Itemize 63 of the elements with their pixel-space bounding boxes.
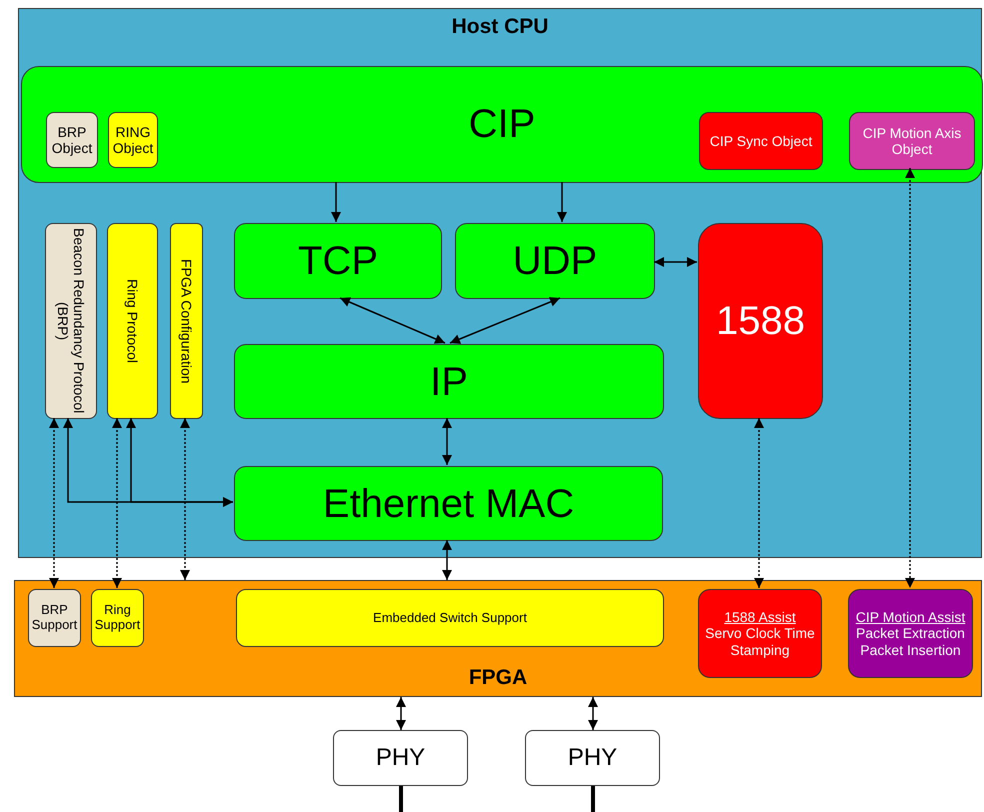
connector-line bbox=[591, 786, 595, 812]
block-box bbox=[698, 589, 822, 678]
arrow bbox=[340, 297, 446, 344]
arrow bbox=[126, 418, 233, 507]
arrow bbox=[754, 418, 764, 588]
vertical-block bbox=[170, 223, 203, 419]
block-label: CIP Sync Object bbox=[710, 132, 812, 150]
arrow bbox=[557, 182, 567, 222]
block-box bbox=[46, 112, 98, 168]
block-label: BRP Object bbox=[50, 124, 94, 156]
block-box bbox=[849, 112, 975, 170]
block-box bbox=[234, 344, 664, 419]
block-box bbox=[698, 223, 823, 419]
arrow bbox=[180, 418, 190, 580]
panel-title: FPGA bbox=[468, 666, 528, 690]
block-label: Packet Extraction Packet Insertion bbox=[855, 625, 966, 658]
block-label: TCP bbox=[298, 238, 378, 284]
block-box bbox=[848, 589, 973, 678]
layer-label: CIP bbox=[468, 101, 536, 147]
fpga-panel bbox=[14, 580, 982, 697]
arrow bbox=[654, 257, 697, 267]
block-label: Ethernet MAC bbox=[322, 480, 574, 526]
arrow bbox=[588, 697, 598, 730]
block-heading: CIP Motion Assist bbox=[856, 609, 966, 626]
arrow bbox=[450, 297, 560, 344]
panel-title: Host CPU bbox=[452, 15, 548, 40]
block-box bbox=[455, 223, 655, 299]
arrow bbox=[905, 168, 915, 588]
block-heading: 1588 Assist bbox=[724, 609, 796, 626]
block-box bbox=[234, 466, 663, 541]
vertical-block bbox=[45, 223, 97, 419]
block-label: Ring Support bbox=[94, 603, 142, 633]
block-box bbox=[333, 730, 468, 786]
block-label: BRP Support bbox=[30, 603, 78, 633]
block-label: FPGA Configuration bbox=[178, 258, 195, 384]
block-label: UDP bbox=[512, 238, 598, 284]
connector-line bbox=[399, 786, 403, 812]
arrow bbox=[442, 540, 452, 580]
block-label: RING Object bbox=[112, 124, 154, 156]
block-label: Beacon Redundancy Protocol (BRP) bbox=[54, 227, 88, 416]
block-box bbox=[91, 589, 144, 647]
block-label: Servo Clock Time Stamping bbox=[704, 625, 816, 658]
block-label: Embedded Switch Support bbox=[373, 610, 527, 626]
block-label: PHY bbox=[376, 744, 426, 772]
arrow bbox=[442, 418, 452, 465]
protocol-layer-box bbox=[21, 66, 983, 183]
block-label: Ring Protocol bbox=[124, 278, 141, 364]
host-panel bbox=[18, 8, 982, 558]
block-box bbox=[525, 730, 660, 786]
arrow bbox=[396, 697, 406, 730]
block-box bbox=[28, 589, 81, 647]
block-label: IP bbox=[430, 358, 468, 404]
arrow bbox=[49, 418, 59, 588]
block-box bbox=[108, 112, 158, 168]
arrow bbox=[112, 418, 122, 588]
block-label: PHY bbox=[568, 744, 618, 772]
block-label: 1588 bbox=[716, 298, 805, 344]
arrow bbox=[331, 182, 341, 222]
block-box bbox=[234, 223, 442, 299]
block-box bbox=[699, 112, 823, 170]
vertical-block bbox=[107, 223, 158, 419]
block-label: CIP Motion Axis Object bbox=[862, 124, 962, 158]
block-box bbox=[236, 589, 664, 647]
